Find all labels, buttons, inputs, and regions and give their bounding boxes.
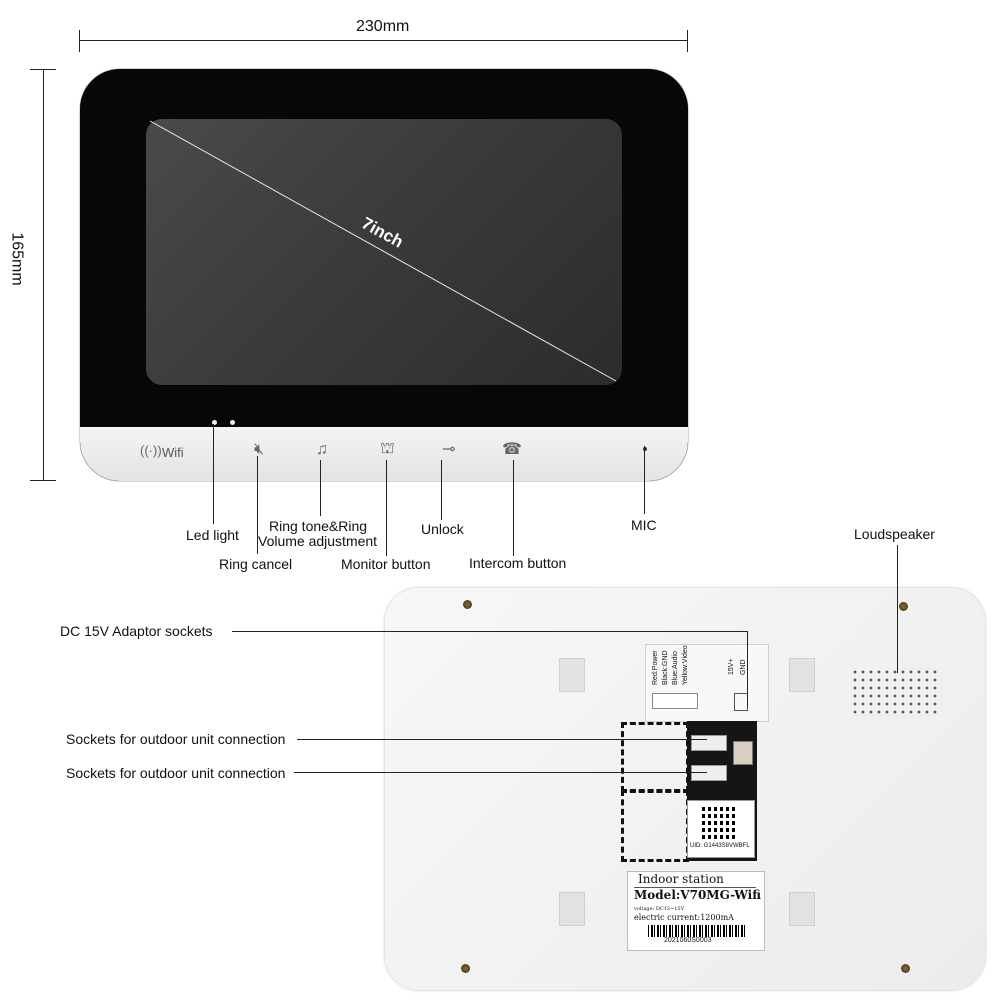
sticker-serial: 2021060S0003	[664, 937, 712, 944]
mount-slot-4	[789, 892, 815, 926]
led-light-1	[212, 420, 217, 425]
qr-uid-text: UID: G1443S8VWBFL	[690, 843, 750, 849]
terminal-label-plate: Red:Power Black:GND Blue:Audio Yellow:Vi…	[645, 644, 769, 722]
loudspeaker-grille	[851, 668, 939, 718]
width-label: 230mm	[356, 18, 410, 35]
indoor-monitor-back: Red:Power Black:GND Blue:Audio Yellow:Vi…	[385, 588, 985, 990]
mount-slot-3	[559, 892, 585, 926]
aux-socket	[733, 741, 753, 765]
led-light-2	[230, 420, 235, 425]
width-tick-left	[79, 30, 80, 52]
mount-slot-1	[559, 658, 585, 692]
mount-slot-2	[789, 658, 815, 692]
ring-tone-leader	[320, 460, 321, 516]
height-tick-bottom	[30, 480, 56, 481]
terminal-label-black: Black:GND	[662, 650, 669, 685]
outdoor-socket-1-leader	[297, 739, 707, 740]
outdoor-socket-1-label: Sockets for outdoor unit connection	[66, 731, 286, 747]
mic-label: MIC	[631, 517, 657, 533]
height-tick-top	[30, 69, 56, 70]
unlock-leader	[441, 460, 442, 520]
width-tick-right	[687, 30, 688, 52]
qr-code-label: UID: G1443S8VWBFL	[687, 800, 755, 858]
height-label: 165mm	[8, 232, 26, 286]
screw-bottom-right	[901, 964, 910, 973]
dc-adaptor-leader-v	[747, 631, 748, 707]
terminal-label-yellow: Yellow:Video	[682, 645, 689, 685]
ring-cancel-button[interactable]: 🔇︎	[254, 441, 265, 458]
loudspeaker-leader	[897, 545, 898, 673]
mic-hole	[643, 447, 647, 451]
dc-adaptor-label: DC 15V Adaptor sockets	[60, 623, 213, 639]
unlock-button[interactable]: ⊸	[442, 441, 456, 458]
terminal-label-15v: 15V+	[728, 658, 735, 675]
board-outline-left-bottom	[621, 790, 689, 862]
intercom-leader	[513, 460, 514, 556]
terminal-connector	[652, 693, 698, 709]
board-outline-left-top	[621, 722, 689, 792]
terminal-label-blue: Blue:Audio	[672, 651, 679, 685]
product-sticker: Indoor station Model:V70MG-Wifi voltage:…	[627, 871, 765, 951]
outdoor-socket-2-leader	[294, 772, 707, 773]
ring-cancel-leader	[257, 456, 258, 554]
monitor-button[interactable]: ⛫	[380, 440, 395, 457]
led-light-label: Led light	[186, 527, 239, 543]
dc-socket	[734, 693, 748, 711]
ring-tone-button[interactable]: ♫	[316, 441, 328, 458]
outdoor-socket-1	[691, 735, 727, 751]
button-bar: ((·)) Wifi 🔇︎ ♫ ⛫ ⊸ ☎	[80, 427, 688, 481]
indoor-monitor-front: 7inch ((·)) Wifi 🔇︎ ♫ ⛫ ⊸ ☎	[80, 69, 688, 481]
sticker-title: Indoor station	[638, 872, 724, 886]
led-light-leader	[213, 424, 214, 524]
screw-bottom-left	[461, 964, 470, 973]
ring-tone-label-line1: Ring tone&Ring	[269, 518, 368, 534]
screw-top-right	[899, 602, 908, 611]
width-dimension-line	[79, 40, 687, 41]
ring-cancel-label: Ring cancel	[219, 556, 293, 572]
sticker-divider	[634, 887, 756, 888]
screw-top-left	[463, 600, 472, 609]
sticker-barcode	[648, 925, 746, 937]
qr-code	[702, 805, 736, 839]
terminal-label-gnd: GND	[740, 659, 747, 675]
monitor-button-label: Monitor button	[341, 556, 431, 572]
unlock-label: Unlock	[421, 521, 464, 537]
wifi-text: Wifi	[162, 445, 184, 460]
intercom-button-label: Intercom button	[469, 555, 567, 571]
outdoor-socket-2	[691, 765, 727, 781]
sticker-voltage: voltage: DC12~15V	[634, 906, 685, 912]
terminal-label-red: Red:Power	[652, 650, 659, 685]
wifi-icon: ((·))	[140, 443, 162, 458]
height-dimension-line	[43, 69, 44, 480]
sticker-model: Model:V70MG-Wifi	[634, 888, 761, 902]
diagonal-line	[149, 120, 617, 382]
monitor-leader	[386, 460, 387, 556]
display-screen: 7inch	[146, 119, 622, 385]
dc-adaptor-leader-h	[232, 631, 748, 632]
outdoor-socket-2-label: Sockets for outdoor unit connection	[66, 765, 286, 781]
ring-tone-label-line2: Volume adjustment	[258, 533, 378, 549]
loudspeaker-label: Loudspeaker	[854, 526, 935, 542]
sticker-current: electric current:1200mA	[634, 913, 734, 922]
intercom-button[interactable]: ☎	[502, 441, 522, 458]
mic-leader	[644, 446, 645, 514]
